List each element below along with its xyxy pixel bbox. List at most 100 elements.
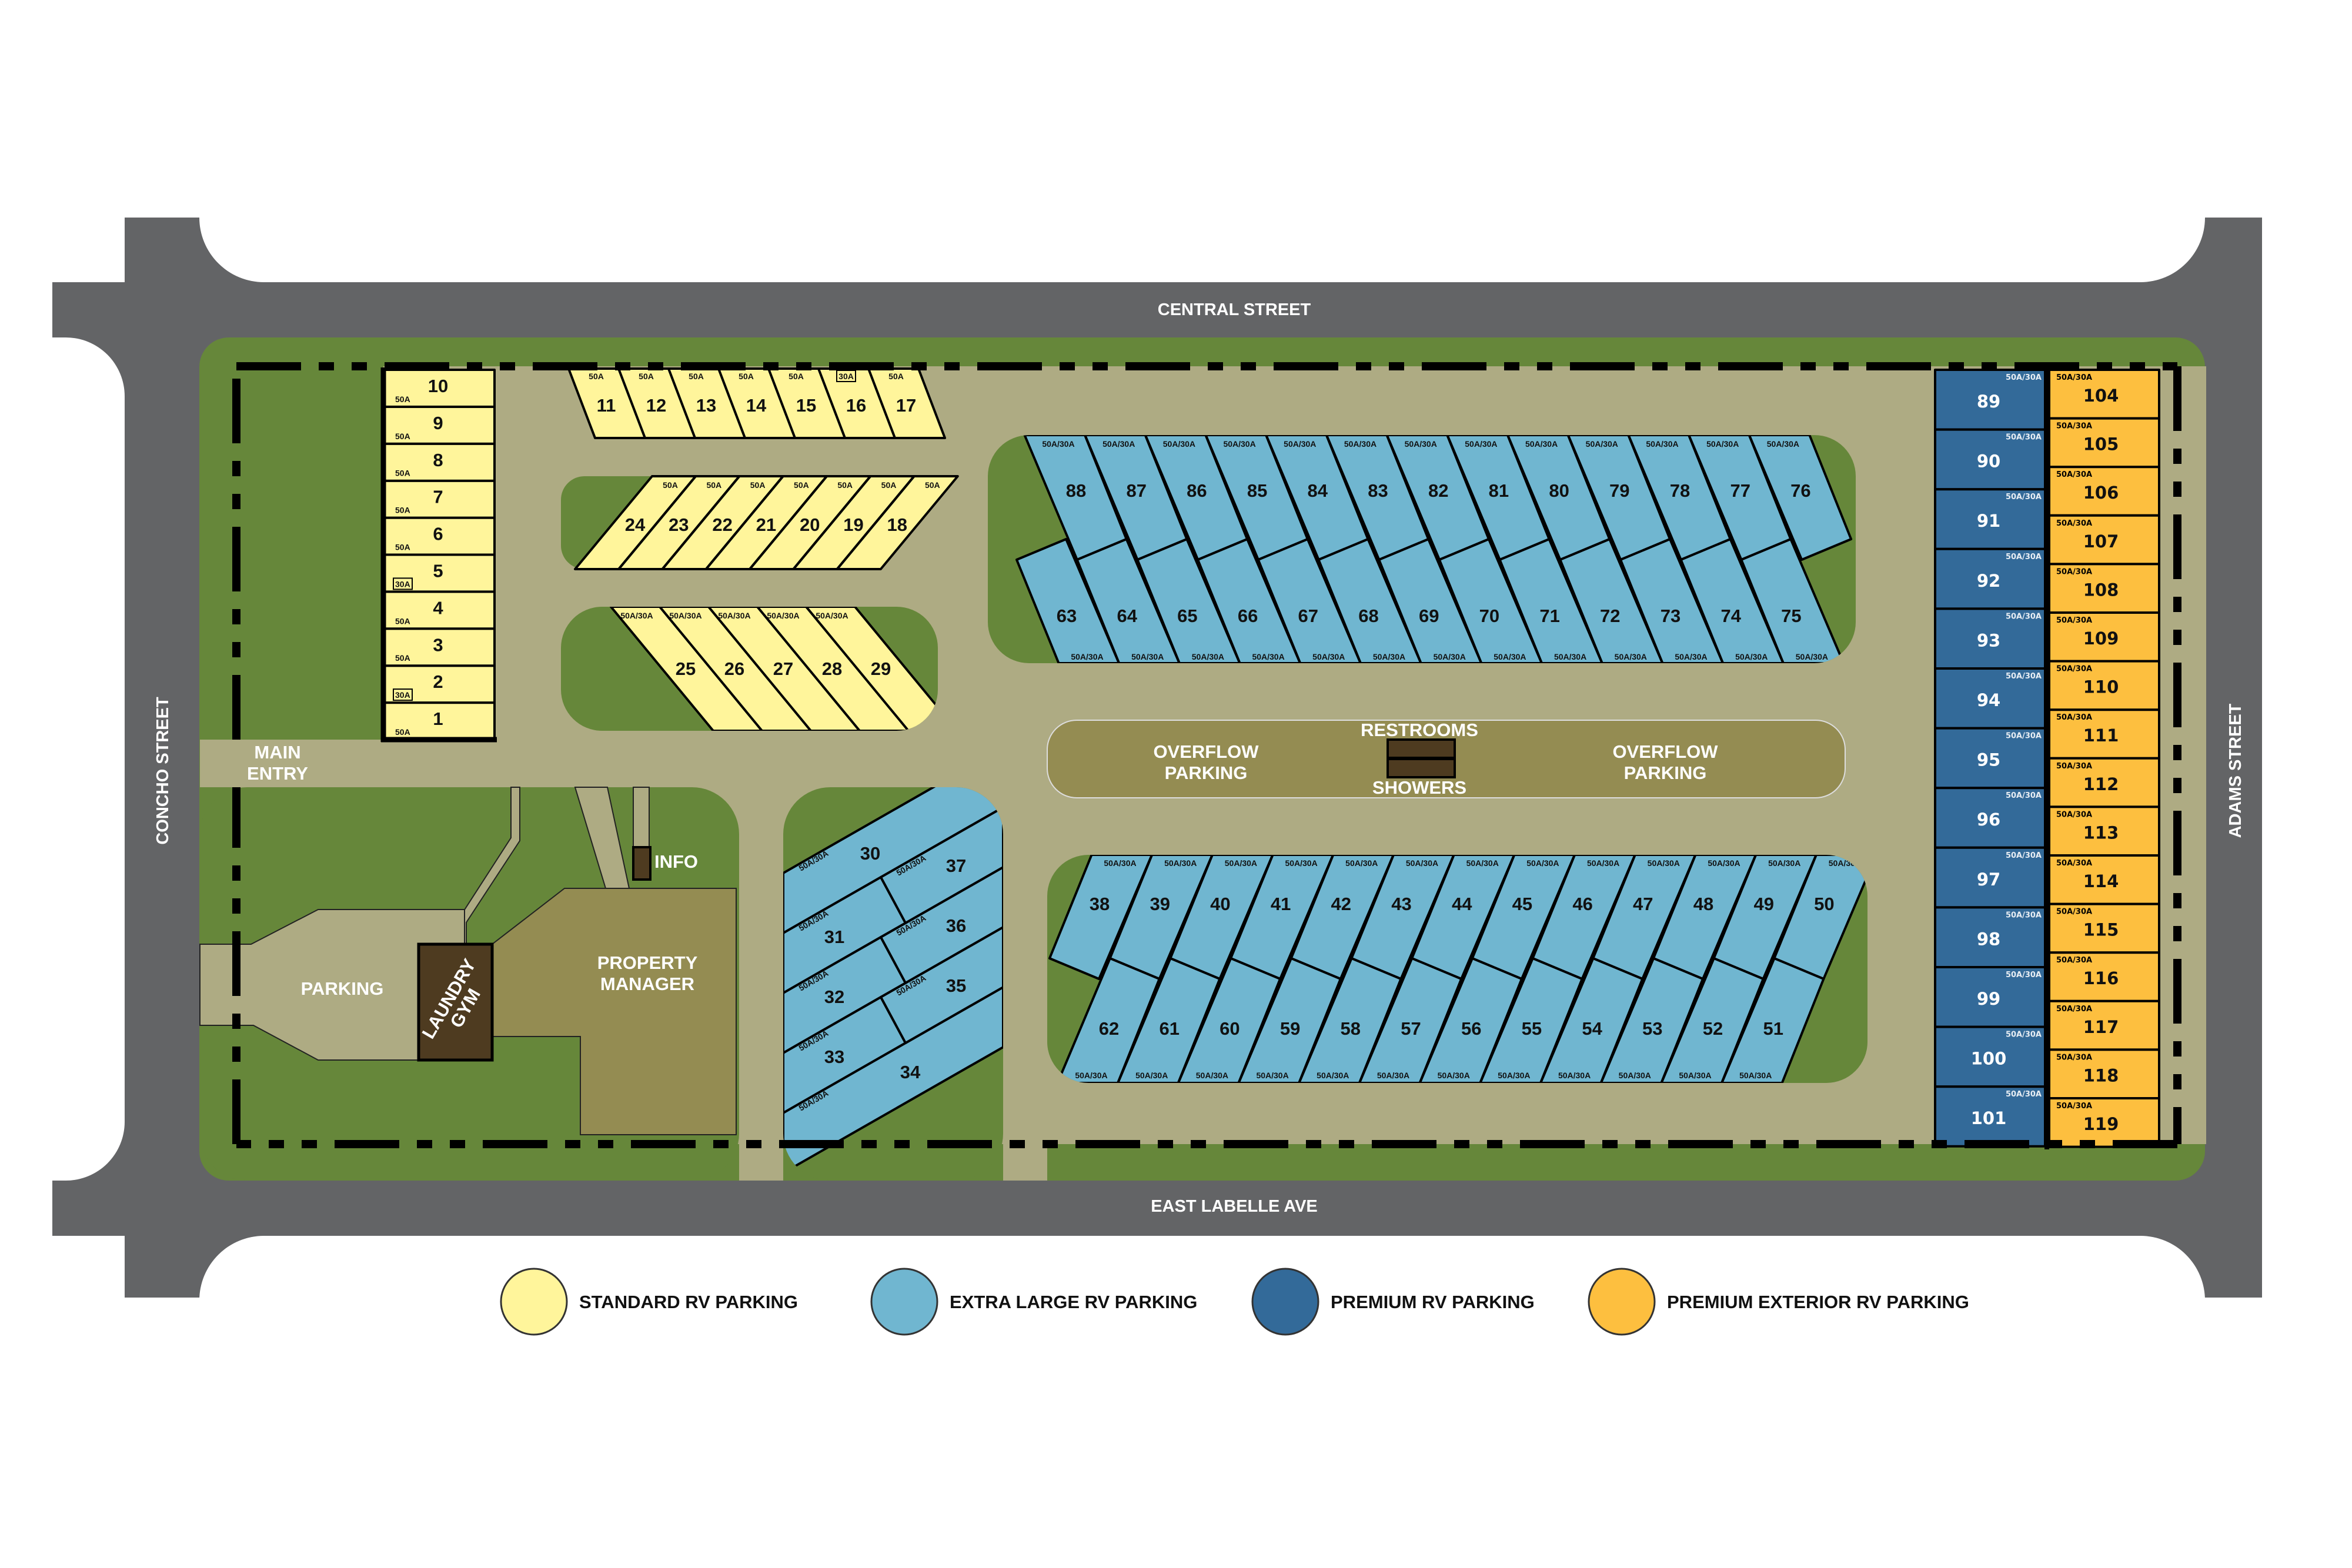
site-pad[interactable] bbox=[1748, 435, 1853, 561]
site-pad[interactable] bbox=[1599, 957, 1704, 1083]
laundry-gym-building[interactable] bbox=[417, 942, 494, 1062]
site-pad[interactable] bbox=[1740, 538, 1845, 663]
site-pad[interactable] bbox=[1498, 538, 1603, 663]
restrooms-building[interactable] bbox=[1387, 738, 1456, 759]
site-pad[interactable] bbox=[880, 806, 1003, 924]
site-pad[interactable] bbox=[1660, 957, 1765, 1083]
site-pad[interactable] bbox=[1539, 957, 1644, 1083]
site-pad[interactable] bbox=[1197, 538, 1302, 663]
site-pad[interactable] bbox=[1075, 538, 1181, 663]
site-pad[interactable] bbox=[1479, 957, 1583, 1083]
site-pad[interactable] bbox=[880, 926, 1003, 1044]
site-pad[interactable] bbox=[1056, 957, 1161, 1083]
site-pad[interactable] bbox=[1679, 538, 1785, 663]
site-pad[interactable] bbox=[659, 607, 812, 731]
site-pad[interactable] bbox=[1378, 538, 1483, 663]
site-pad[interactable] bbox=[1177, 957, 1282, 1083]
site-pad[interactable] bbox=[805, 607, 957, 731]
south-exit-drive[interactable] bbox=[1003, 1117, 1047, 1181]
site-pad[interactable] bbox=[756, 607, 910, 731]
showers-building[interactable] bbox=[1387, 758, 1456, 778]
site-pad[interactable] bbox=[1720, 957, 1825, 1083]
site-pad[interactable] bbox=[880, 866, 1003, 984]
site-pad[interactable] bbox=[1298, 957, 1402, 1083]
info-building[interactable] bbox=[632, 846, 652, 881]
site-pad[interactable] bbox=[836, 475, 959, 570]
site-pad[interactable] bbox=[1015, 538, 1120, 663]
site-pad[interactable] bbox=[1257, 538, 1362, 663]
site-pad[interactable] bbox=[707, 607, 861, 731]
site-pad[interactable] bbox=[1237, 957, 1342, 1083]
site-pad[interactable] bbox=[1358, 957, 1463, 1083]
site-pad[interactable] bbox=[610, 607, 763, 731]
